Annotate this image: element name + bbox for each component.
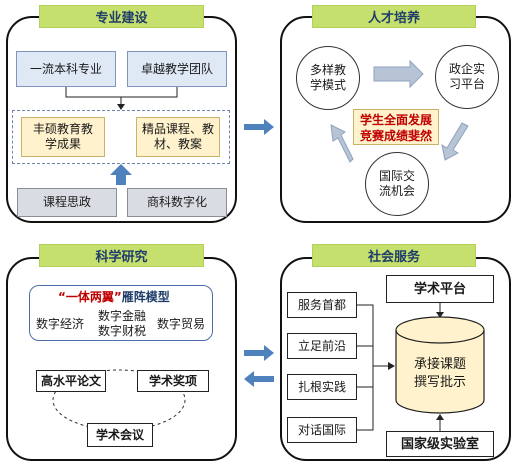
model-title: “一体两翼”雁阵模型: [58, 290, 170, 304]
title-social-service: 社会服务: [312, 244, 476, 267]
label-digital-finance: 数字金融: [98, 309, 147, 323]
box-first-class-major: 一流本科专业: [16, 51, 116, 87]
box-high-level-papers: 高水平论文: [36, 370, 106, 392]
box-model-area: [29, 285, 213, 341]
box-academic-awards: 学术奖项: [137, 370, 209, 392]
note-student-development: 学生全面发展 竞赛成绩斐然: [353, 109, 439, 145]
model-name: 雁阵模型: [121, 290, 170, 304]
service-item-practice: 扎根实践: [287, 374, 357, 400]
database-cylinder-icon: [395, 316, 485, 414]
circle-diverse-teaching: 多样教 学模式: [296, 46, 360, 110]
title-professional-construction: 专业建设: [39, 5, 204, 28]
title-scientific-research: 科学研究: [39, 244, 204, 267]
box-curriculum-politics: 课程思政: [17, 188, 117, 217]
box-academic-platform: 学术平台: [386, 275, 494, 303]
dashed-outcomes-group: [12, 110, 230, 164]
circle-gov-enterprise: 政企实 习平台: [435, 45, 499, 109]
box-teaching-results: 丰硕教育教 学成果: [21, 117, 105, 157]
service-item-frontier: 立足前沿: [287, 333, 357, 359]
box-business-digital: 商科数字化: [127, 188, 227, 217]
title-talent-cultivation: 人才培养: [312, 5, 476, 28]
box-teaching-team: 卓越教学团队: [127, 51, 227, 87]
arrow-right-bottom-icon: [244, 345, 274, 361]
box-academic-conference: 学术会议: [87, 423, 153, 447]
box-national-lab: 国家级实验室: [386, 431, 494, 457]
label-undertake-projects: 承接课题 撰写批示: [413, 357, 466, 390]
label-digital-trade: 数字贸易: [157, 317, 206, 331]
box-quality-courses: 精品课程、教 材、教案: [136, 117, 220, 157]
service-item-international: 对话国际: [287, 417, 357, 443]
arrow-left-bottom-icon: [244, 371, 274, 387]
label-digital-tax: 数字财税: [98, 324, 147, 338]
label-digital-economy: 数字经济: [36, 317, 85, 331]
model-quote: “一体两翼”: [58, 290, 122, 304]
up-arrow-icon: [110, 164, 132, 185]
service-item-serve-capital: 服务首都: [287, 292, 357, 318]
circle-international: 国际交 流机会: [365, 152, 429, 216]
